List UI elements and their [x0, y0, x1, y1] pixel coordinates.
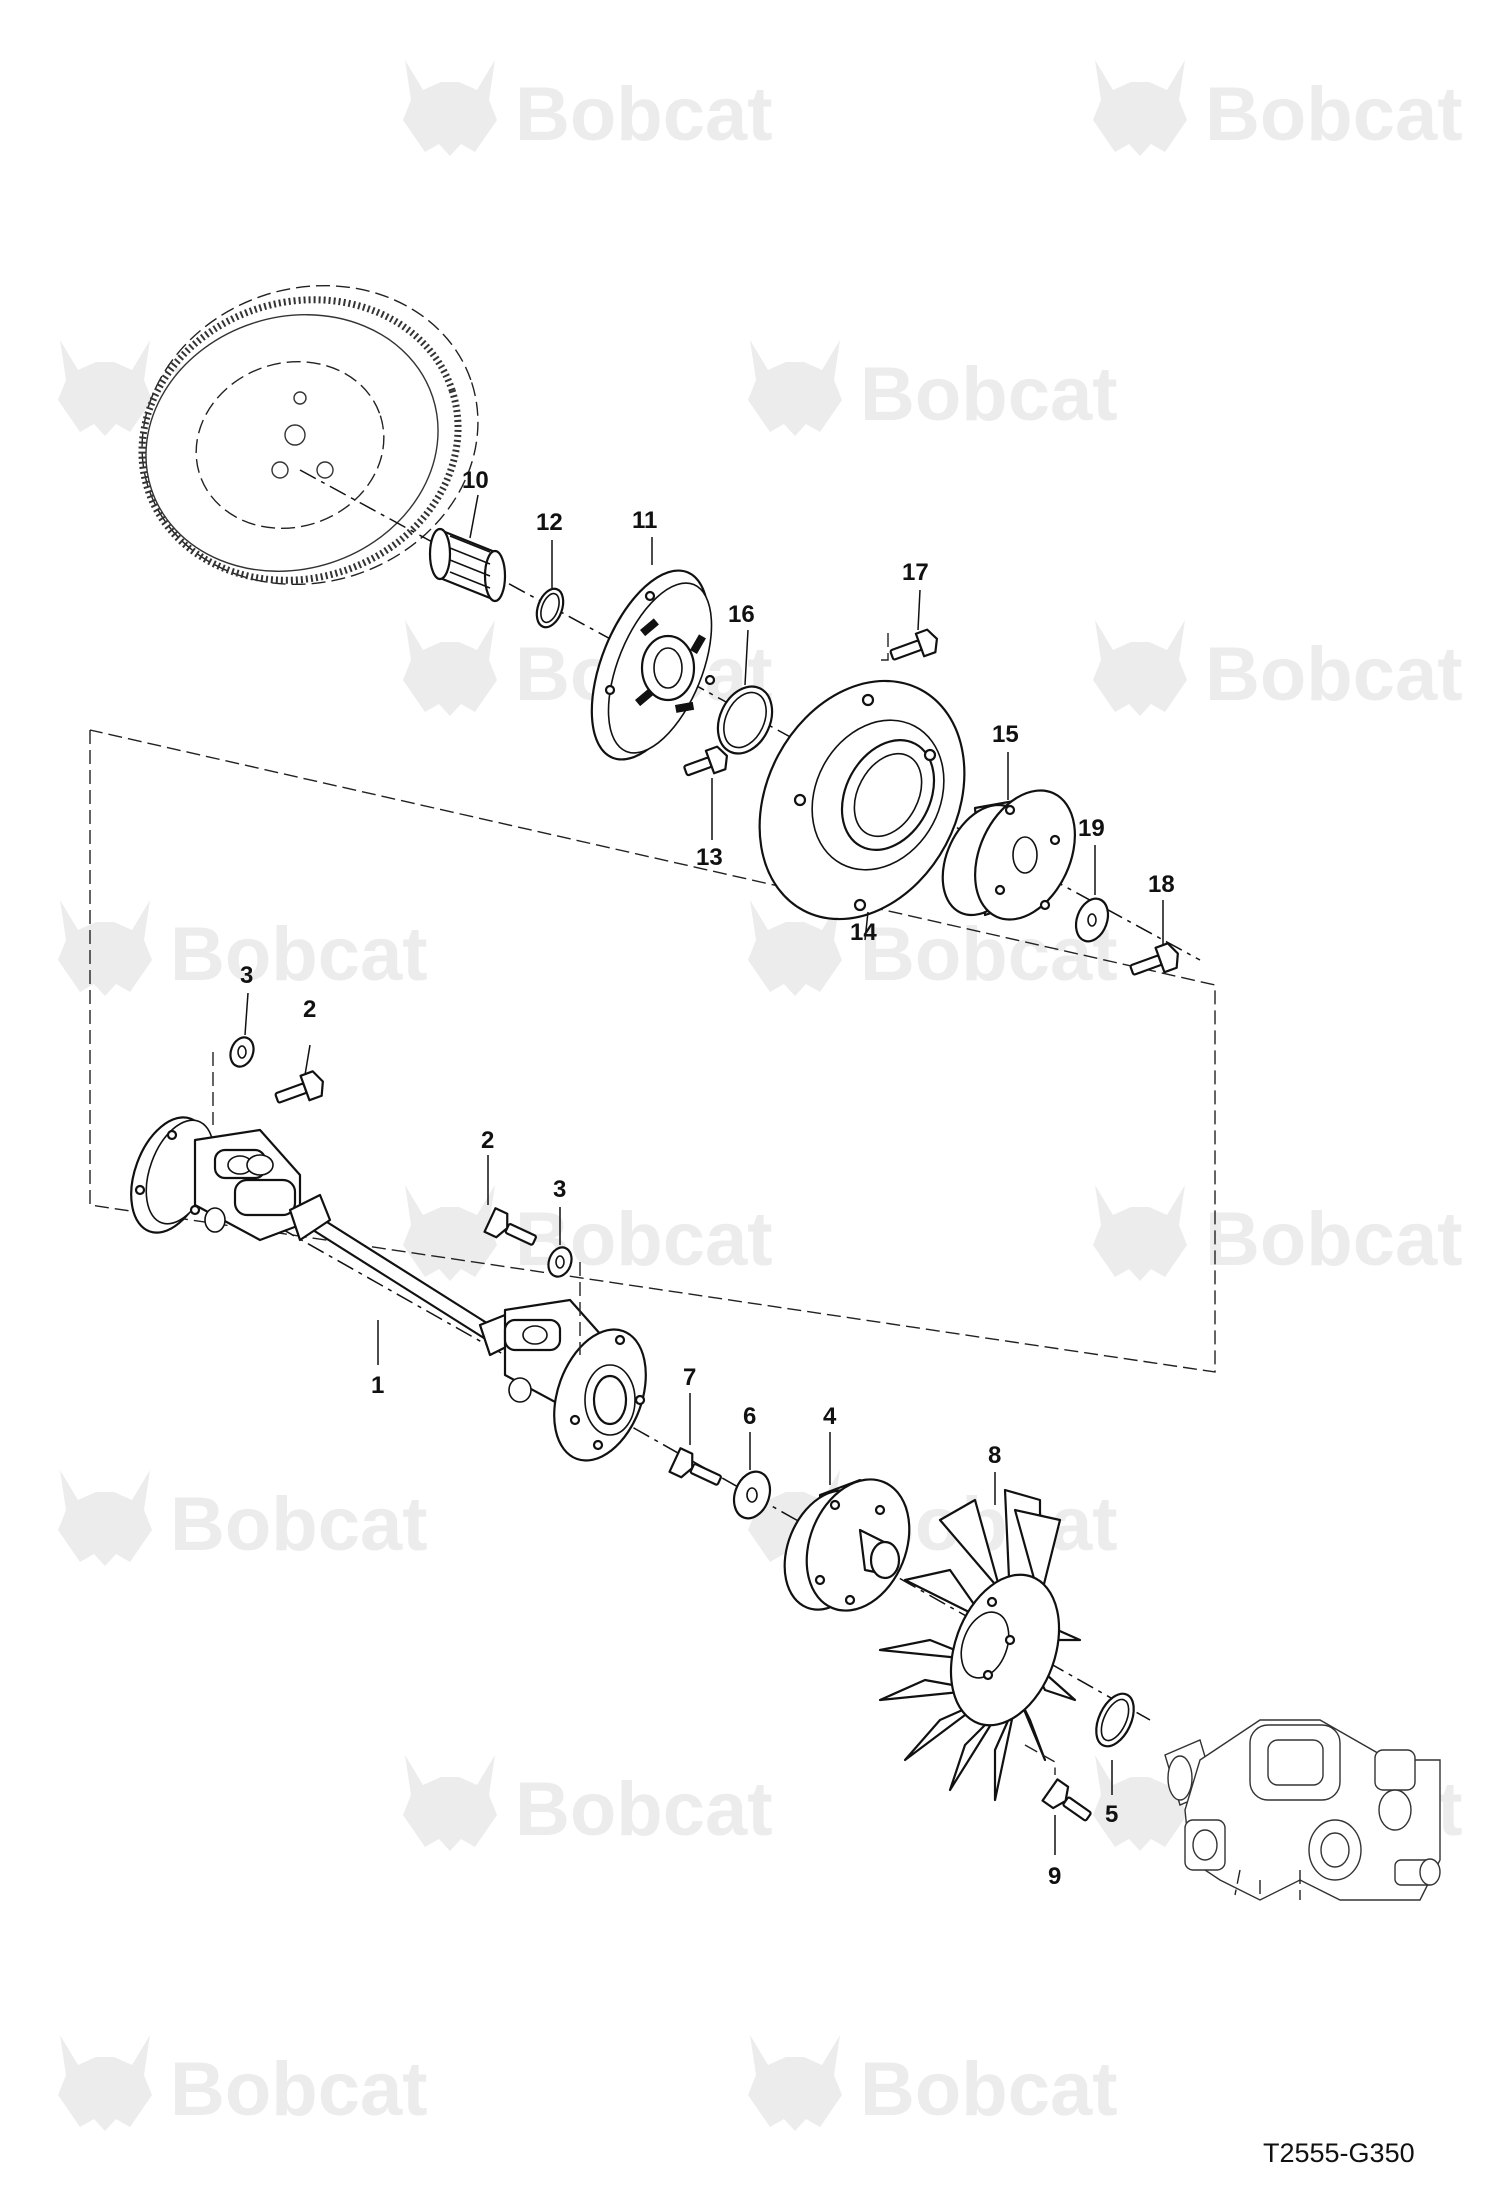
bolt-9: [1041, 1778, 1092, 1822]
svg-text:Bobcat: Bobcat: [515, 72, 773, 157]
watermark: Bobcat: [58, 1470, 428, 1567]
callout-15: 15: [992, 721, 1019, 748]
callout-14: 14: [850, 919, 877, 946]
flywheel: [138, 284, 479, 586]
snap-ring-16: [716, 685, 774, 755]
bolt-18: [1129, 942, 1179, 976]
callout-10: 10: [462, 467, 489, 494]
watermark: Bobcat: [1093, 620, 1463, 717]
callout-6: 6: [743, 1403, 756, 1430]
snap-ring-12: [535, 587, 565, 629]
hydraulic-pump: [1164, 1719, 1441, 1901]
lower-axis: [159, 1159, 1151, 1721]
svg-text:Bobcat: Bobcat: [170, 1482, 428, 1567]
callout-1: 1: [371, 1372, 384, 1399]
bolt-7: [668, 1447, 722, 1486]
spline-shaft: [428, 527, 507, 603]
damper-plate: [590, 569, 716, 761]
watermark: Bobcat: [748, 900, 1118, 997]
drawing-number: T2555-G350: [1263, 2138, 1415, 2168]
svg-text:Bobcat: Bobcat: [860, 912, 1118, 997]
bolt-17: [889, 628, 939, 661]
svg-text:Bobcat: Bobcat: [1205, 1197, 1463, 1282]
callout-5: 5: [1105, 1801, 1118, 1828]
washer-6: [732, 1470, 772, 1520]
callout-7: 7: [683, 1364, 696, 1391]
bolt-17-path: [880, 633, 889, 661]
watermark: Bobcat: [58, 2035, 428, 2132]
snap-ring-5: [1095, 1692, 1135, 1748]
svg-text:Bobcat: Bobcat: [1205, 632, 1463, 717]
bolt-2a: [274, 1070, 324, 1104]
callout-3b: 3: [553, 1176, 566, 1203]
coupling-hub: [941, 789, 1076, 921]
watermark: Bobcat: [58, 900, 428, 997]
bolt-13: [683, 745, 729, 777]
callout-labels: 10 12 11 16 13 17 14 15 19 18 3 2 2 3 1 …: [240, 467, 1175, 1890]
watermark: Bobcat: [1093, 1185, 1463, 1282]
callout-12: 12: [536, 509, 563, 536]
callout-13: 13: [696, 844, 723, 871]
callout-3a: 3: [240, 962, 253, 989]
watermark: Bobcat: [748, 2035, 1118, 2132]
adapter-housing: [758, 679, 966, 921]
watermark: Bobcat: [403, 1755, 773, 1852]
watermark: Bobcat: [403, 1185, 773, 1282]
bolt-2b: [483, 1207, 537, 1246]
watermark: Bobcat: [403, 60, 773, 157]
callout-16: 16: [728, 601, 755, 628]
callout-4: 4: [823, 1403, 837, 1430]
washer-3a: [229, 1036, 255, 1068]
washer-3b: [547, 1246, 573, 1278]
svg-text:Bobcat: Bobcat: [515, 1767, 773, 1852]
svg-text:Bobcat: Bobcat: [1205, 72, 1463, 157]
svg-text:Bobcat: Bobcat: [860, 352, 1118, 437]
callout-2b: 2: [481, 1127, 494, 1154]
svg-text:Bobcat: Bobcat: [860, 2047, 1118, 2132]
washer-19: [1074, 897, 1110, 943]
callout-8: 8: [988, 1442, 1001, 1469]
watermark: Bobcat: [1093, 60, 1463, 157]
leader-lines: [244, 494, 1164, 1855]
fan-hub: [783, 1478, 911, 1612]
svg-text:Bobcat: Bobcat: [170, 912, 428, 997]
callout-11: 11: [632, 507, 657, 534]
callout-18: 18: [1148, 871, 1175, 898]
callout-17: 17: [902, 559, 929, 586]
callout-9: 9: [1048, 1863, 1061, 1890]
watermark: Bobcat: [748, 340, 1118, 437]
callout-19: 19: [1078, 815, 1105, 842]
drive-shaft: [130, 1116, 647, 1462]
watermark: Bobcat: [403, 620, 773, 717]
cooling-fan: [878, 1488, 1082, 1802]
svg-text:Bobcat: Bobcat: [170, 2047, 428, 2132]
callout-2a: 2: [303, 996, 316, 1023]
bolt-9-path: [1024, 1744, 1056, 1775]
